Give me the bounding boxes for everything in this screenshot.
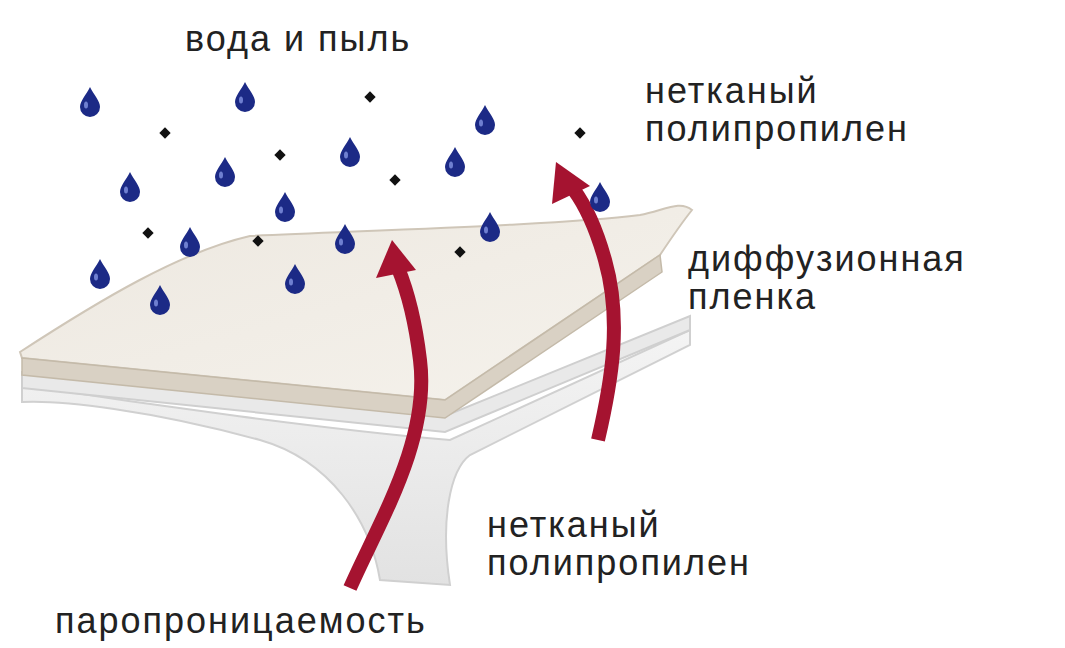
- dust-particle: [574, 127, 585, 138]
- layer-label: нетканый полипропилен: [645, 72, 909, 148]
- dust-particle: [159, 127, 170, 138]
- arrow-head: [552, 162, 590, 204]
- drop-highlight: [124, 187, 128, 194]
- dust-particle: [454, 246, 465, 257]
- drop-highlight: [344, 152, 348, 159]
- water-drop: [120, 172, 140, 202]
- water-drop: [590, 182, 610, 212]
- water-drop: [335, 224, 355, 254]
- drop-highlight: [239, 97, 243, 104]
- water-dust-particles: [80, 82, 610, 315]
- drop-highlight: [184, 242, 188, 249]
- drop-highlight: [339, 239, 343, 246]
- drop-highlight: [479, 120, 483, 127]
- drop-highlight: [154, 300, 158, 307]
- water-drop: [285, 264, 305, 294]
- drop-highlight: [594, 197, 598, 204]
- drop-highlight: [484, 227, 488, 234]
- vapour-label: паропроницаемость: [55, 602, 427, 640]
- top-layer-edge: [22, 255, 662, 418]
- drop-highlight: [219, 172, 223, 179]
- drop-highlight: [84, 102, 88, 109]
- arrow-head: [376, 240, 416, 278]
- layer-label: диффузионная пленка: [688, 240, 966, 316]
- dust-particle: [389, 174, 400, 185]
- drop-highlight: [289, 279, 293, 286]
- water-drop: [475, 105, 495, 135]
- dust-particle: [274, 149, 285, 160]
- drop-highlight: [279, 207, 283, 214]
- water-drop: [275, 192, 295, 222]
- water-drop: [180, 227, 200, 257]
- drop-highlight: [94, 274, 98, 281]
- dust-particle: [252, 235, 263, 246]
- water-drop: [90, 259, 110, 289]
- dust-particle: [364, 91, 375, 102]
- water-drop: [340, 137, 360, 167]
- drop-highlight: [449, 162, 453, 169]
- water-drop: [480, 212, 500, 242]
- water-drop: [235, 82, 255, 112]
- vapour-arrow: [350, 268, 421, 588]
- water-dust-label: вода и пыль: [185, 20, 411, 58]
- vapour-arrow: [574, 190, 614, 440]
- water-drop: [150, 285, 170, 315]
- water-drop: [80, 87, 100, 117]
- layer-label: нетканый полипропилен: [487, 506, 751, 582]
- water-drop: [215, 157, 235, 187]
- water-drop: [445, 147, 465, 177]
- dust-particle: [142, 227, 153, 238]
